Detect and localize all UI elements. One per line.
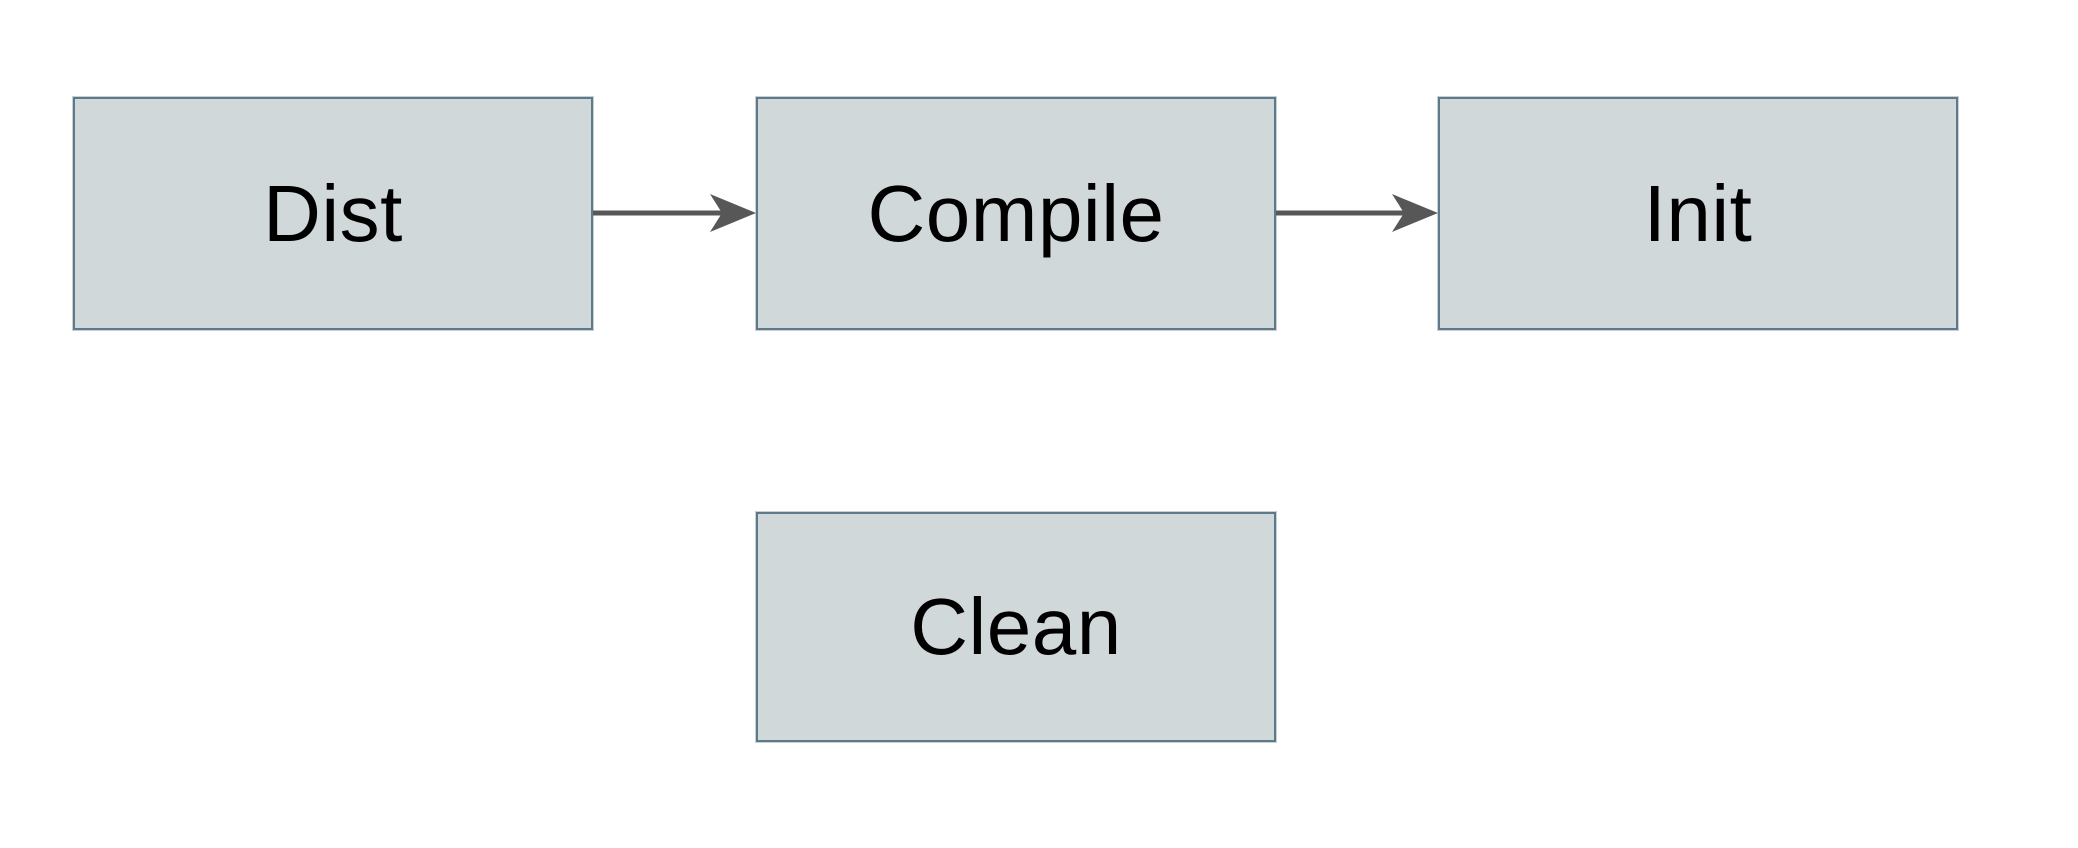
node-init-label: Init <box>1643 168 1753 258</box>
node-compile[interactable]: Compile <box>756 97 1276 330</box>
edge-compile-to-init[interactable] <box>1276 173 1438 253</box>
node-clean[interactable]: Clean <box>756 512 1276 742</box>
arrowhead-right-icon <box>1392 194 1438 232</box>
edge-dist-to-compile[interactable] <box>593 173 756 253</box>
node-compile-label: Compile <box>867 168 1165 258</box>
arrowhead-right-icon <box>710 194 756 232</box>
node-dist[interactable]: Dist <box>73 97 593 330</box>
node-dist-label: Dist <box>263 168 403 258</box>
node-clean-label: Clean <box>910 582 1122 671</box>
node-init[interactable]: Init <box>1438 97 1958 330</box>
